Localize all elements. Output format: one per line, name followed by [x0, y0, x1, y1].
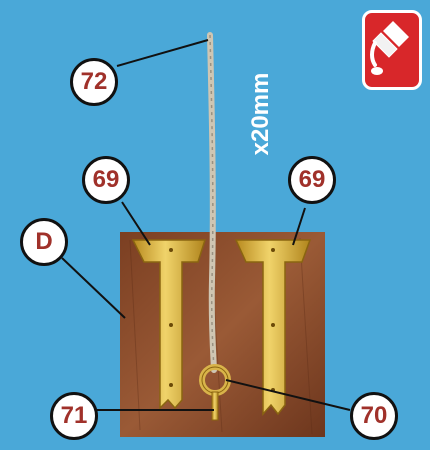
glue-bottle-icon — [365, 13, 422, 90]
callout-69-left: 69 — [82, 156, 130, 204]
callout-71: 71 — [50, 392, 98, 440]
callout-72: 72 — [70, 58, 118, 106]
callout-d: D — [20, 218, 68, 266]
eyebolt-shank — [212, 392, 218, 420]
callout-70: 70 — [350, 392, 398, 440]
glue-badge — [362, 10, 422, 90]
callout-69-right: 69 — [288, 156, 336, 204]
dimension-label: x20mm — [247, 59, 275, 169]
